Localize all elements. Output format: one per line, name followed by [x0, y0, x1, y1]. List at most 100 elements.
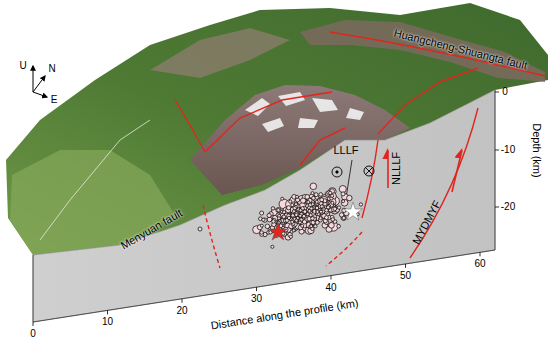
aftershock [319, 210, 322, 213]
aftershock [314, 193, 318, 197]
aftershock [329, 223, 335, 229]
depth-value: 0 [502, 87, 508, 97]
tick [33, 322, 34, 326]
compass-arrow [33, 66, 34, 92]
aftershock [315, 206, 318, 209]
fault-trace [175, 100, 205, 152]
road-line [40, 120, 150, 240]
slip-arrow [452, 150, 462, 192]
aftershock [299, 209, 302, 212]
aftershock [331, 194, 334, 197]
aftershock [319, 217, 322, 220]
snow-patch [346, 108, 364, 120]
aftershock [324, 220, 329, 225]
fault-line [346, 160, 352, 198]
block-edge [33, 90, 495, 322]
aftershock [276, 207, 281, 212]
aftershock [271, 245, 274, 248]
distance-value: 60 [474, 259, 485, 269]
aftershock [296, 195, 299, 198]
aftershock [342, 216, 345, 219]
aftershock [320, 198, 324, 202]
aftershock [333, 207, 337, 211]
tick [495, 92, 499, 93]
aftershock [339, 186, 346, 193]
aftershock [316, 210, 319, 213]
aftershock [306, 213, 309, 216]
out-of-page-dot [336, 171, 338, 173]
distance-value: 40 [325, 283, 336, 293]
aftershock [311, 217, 315, 221]
aftershock [289, 200, 292, 203]
aftershock [299, 209, 302, 212]
tick [107, 310, 108, 314]
aftershock [325, 209, 328, 212]
axis-title: Distance along the profile (km) [210, 297, 359, 331]
aftershock [320, 205, 323, 208]
aftershock [277, 208, 280, 211]
depth-value: -20 [501, 202, 515, 212]
fault-name: LLLF [333, 145, 358, 156]
aftershock [331, 201, 334, 204]
aftershock [294, 203, 298, 207]
strike-slip-symbols [332, 166, 374, 177]
aftershock [325, 216, 329, 220]
snow-patch [298, 118, 318, 128]
aftershock [314, 225, 317, 228]
aftershock [260, 211, 264, 215]
distance-value: 0 [30, 329, 36, 339]
tick [495, 150, 499, 151]
fault-line [362, 140, 378, 218]
aftershock [282, 211, 285, 214]
aftershock [307, 200, 310, 203]
mainshock-star [344, 202, 363, 220]
section-faults [203, 108, 478, 268]
aftershock [319, 193, 323, 197]
aftershock [312, 196, 316, 200]
aftershock [315, 200, 318, 203]
rock-ridge [300, 20, 545, 82]
aftershock [310, 207, 313, 210]
aftershock [341, 199, 348, 206]
section-face [33, 90, 495, 322]
tick [495, 207, 499, 208]
aftershock [198, 227, 202, 231]
aftershock [337, 206, 340, 209]
distance-value: 30 [251, 294, 262, 304]
axis-title: Depth (km) [531, 123, 542, 177]
aftershock [287, 216, 290, 219]
distance-value: 10 [102, 317, 113, 327]
aftershock [287, 206, 291, 210]
tick [480, 252, 481, 256]
aftershock [342, 200, 345, 203]
aftershock [291, 214, 295, 218]
snow-patches [245, 92, 364, 132]
rock-ridge [150, 28, 290, 78]
fault-name: NLLLF [392, 151, 403, 184]
fault-dashed [203, 205, 220, 268]
into-page-symbol [364, 166, 374, 176]
compass-arrow [33, 76, 45, 92]
compass-arrow [33, 92, 47, 97]
aftershock [295, 219, 298, 222]
aftershock [289, 235, 292, 238]
aftershock [341, 192, 345, 196]
aftershock-cluster [198, 183, 363, 248]
aftershock [277, 217, 280, 220]
aftershock [347, 195, 353, 201]
aftershock [359, 203, 362, 206]
aftershock [267, 213, 271, 217]
aftershock [337, 224, 341, 228]
compass [33, 66, 47, 97]
aftershock [331, 218, 335, 222]
axis-letter: N [48, 64, 55, 74]
aftershock [311, 203, 314, 206]
out-of-page-symbol [332, 167, 342, 177]
aftershock [292, 210, 295, 213]
distance-value: 50 [400, 271, 411, 281]
aftershock [298, 225, 303, 230]
aftershock [267, 217, 272, 222]
aftershock [292, 229, 295, 232]
aftershock [263, 218, 267, 222]
